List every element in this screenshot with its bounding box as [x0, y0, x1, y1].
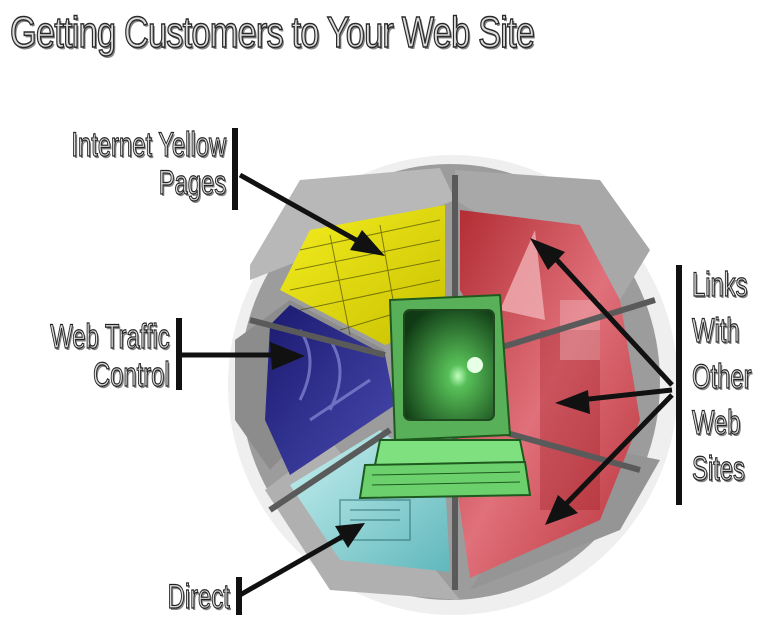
label-web-traffic-line1: Web Traffic: [50, 317, 170, 356]
label-web-traffic: Web Traffic Control: [50, 317, 171, 394]
label-direct-text: Direct: [167, 577, 230, 616]
label-yellow-pages-line1: Internet Yellow: [71, 125, 227, 164]
label-web-traffic-line2: Control: [93, 355, 171, 394]
arrow-web-traffic: [180, 342, 305, 370]
arrows-links: [530, 238, 674, 525]
label-links-line2: With: [692, 311, 740, 350]
diagram-title: Getting Customers to Your Web Site: [9, 7, 535, 58]
computer-icon: [358, 293, 532, 500]
arrow-yellow-pages: [238, 172, 385, 256]
label-links-line3: Other: [692, 357, 752, 396]
arrow-direct: [238, 523, 365, 598]
label-links: Links With Other Web Sites: [692, 262, 752, 492]
label-links-line5: Sites: [692, 449, 746, 488]
label-brackets: [176, 128, 682, 615]
label-yellow-pages-line2: Pages: [158, 163, 226, 202]
label-yellow-pages: Internet Yellow Pages: [71, 125, 227, 202]
label-links-line4: Web: [692, 403, 741, 442]
label-links-line1: Links: [692, 265, 748, 304]
label-direct: Direct: [167, 577, 230, 616]
